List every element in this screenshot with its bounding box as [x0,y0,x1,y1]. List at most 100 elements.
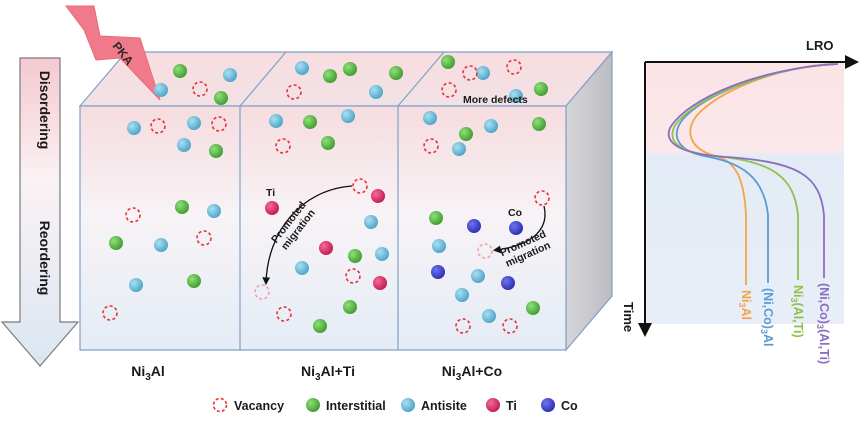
antisite-atom [129,278,143,292]
vacancy-site [455,318,471,334]
vacancy-site [211,116,227,132]
interstitial-atom [348,249,362,263]
panel-label-ni3al: Ni3Al [131,363,165,383]
interstitial-atom [526,301,540,315]
interstitial-atom [343,300,357,314]
ti-atom [371,189,385,203]
interstitial-atom [534,82,548,96]
antisite-atom [187,116,201,130]
legend-vacancy: Vacancy [212,397,284,413]
co-atom [431,265,445,279]
interstitial-atom [303,115,317,129]
panel-label-ni3al-ti: Ni3Al+Ti [301,363,355,383]
interstitial-atom [313,319,327,333]
panel-label-ni3al-co: Ni3Al+Co [442,363,502,383]
antisite-atom [476,66,490,80]
antisite-atom [223,68,237,82]
co-label: Co [508,207,522,219]
antisite-atom [207,204,221,218]
interstitial-atom [173,64,187,78]
curve-ni3-al-ti [671,63,837,280]
interstitial-atom [343,62,357,76]
co-atom [501,276,515,290]
antisite-atom [295,61,309,75]
co-migration-arrow [492,205,546,254]
ti-label: Ti [266,187,275,199]
antisite-atom [154,238,168,252]
reordering-label: Reordering [37,221,53,296]
vacancy-site [506,59,522,75]
more-defects-label: More defects [463,94,528,106]
interstitial-atom [389,66,403,80]
antisite-atom [484,119,498,133]
legend-co: Co [541,398,578,413]
svg-text:Antisite: Antisite [421,399,467,413]
ti-atom [319,241,333,255]
vacancy-site [534,190,550,206]
lro-axis-label: LRO [806,38,833,53]
interstitial-atom [532,117,546,131]
interstitial-atom [209,144,223,158]
antisite-atom [369,85,383,99]
disorder-reorder-arrow: Disordering Reordering [0,57,80,367]
vacancy-site [423,138,439,154]
interstitial-atom [321,136,335,150]
vacancy-site [276,306,292,322]
curve-ni-co-3-al-ti [667,63,839,278]
antisite-atom [177,138,191,152]
time-axis-label: Time [621,302,636,332]
antisite-atom [455,288,469,302]
antisite-atom [295,261,309,275]
interstitial-atom [429,211,443,225]
disordering-label: Disordering [37,71,53,150]
vacancy-site [102,305,118,321]
interstitial-atom [214,91,228,105]
svg-text:Vacancy: Vacancy [234,399,284,413]
interstitial-atom [175,200,189,214]
svg-text:Co: Co [561,399,578,413]
interstitial-atom [187,274,201,288]
antisite-atom [509,89,523,103]
antisite-atom [423,111,437,125]
vacancy-site [192,81,208,97]
antisite-atom [452,142,466,156]
vacancy-site [150,118,166,134]
curve-label-ni3al: Ni3Al [737,290,753,320]
legend-ti: Ti [486,398,517,413]
antisite-atom [127,121,141,135]
legend-antisite: Antisite [401,398,467,413]
interstitial-atom [441,55,455,69]
curve-label-ni3-al-ti: Ni3(Al,Ti) [789,285,805,338]
vacancy-site [441,82,457,98]
svg-text:Interstitial: Interstitial [326,399,386,413]
vacancy-site [462,65,478,81]
vacancy-site [352,178,368,194]
vacancy-site [502,318,518,334]
atom-layer [102,55,550,334]
vacancy-site [125,207,141,223]
ti-migration-arrow [262,185,353,286]
vacancy-site-target [477,243,493,259]
co-atom [467,219,481,233]
antisite-atom [375,247,389,261]
curve-label-ni-co-3-al-ti: (Ni,Co)3(Al,Ti) [815,283,831,364]
vacancy-site [345,268,361,284]
ti-atom [265,201,279,215]
antisite-atom [471,269,485,283]
ti-atom [373,276,387,290]
curve-label-ni-co-3al: (Ni,Co)3Al [759,288,775,346]
interstitial-atom [323,69,337,83]
antisite-atom [482,309,496,323]
antisite-atom [364,215,378,229]
interstitial-atom [459,127,473,141]
interstitial-atom [109,236,123,250]
svg-text:Ti: Ti [506,399,517,413]
antisite-atom [432,239,446,253]
antisite-atom [269,114,283,128]
antisite-atom [154,83,168,97]
vacancy-site [286,84,302,100]
legend: Vacancy Interstitial Antisite Ti Co [212,397,578,413]
vacancy-site [275,138,291,154]
vacancy-site [196,230,212,246]
